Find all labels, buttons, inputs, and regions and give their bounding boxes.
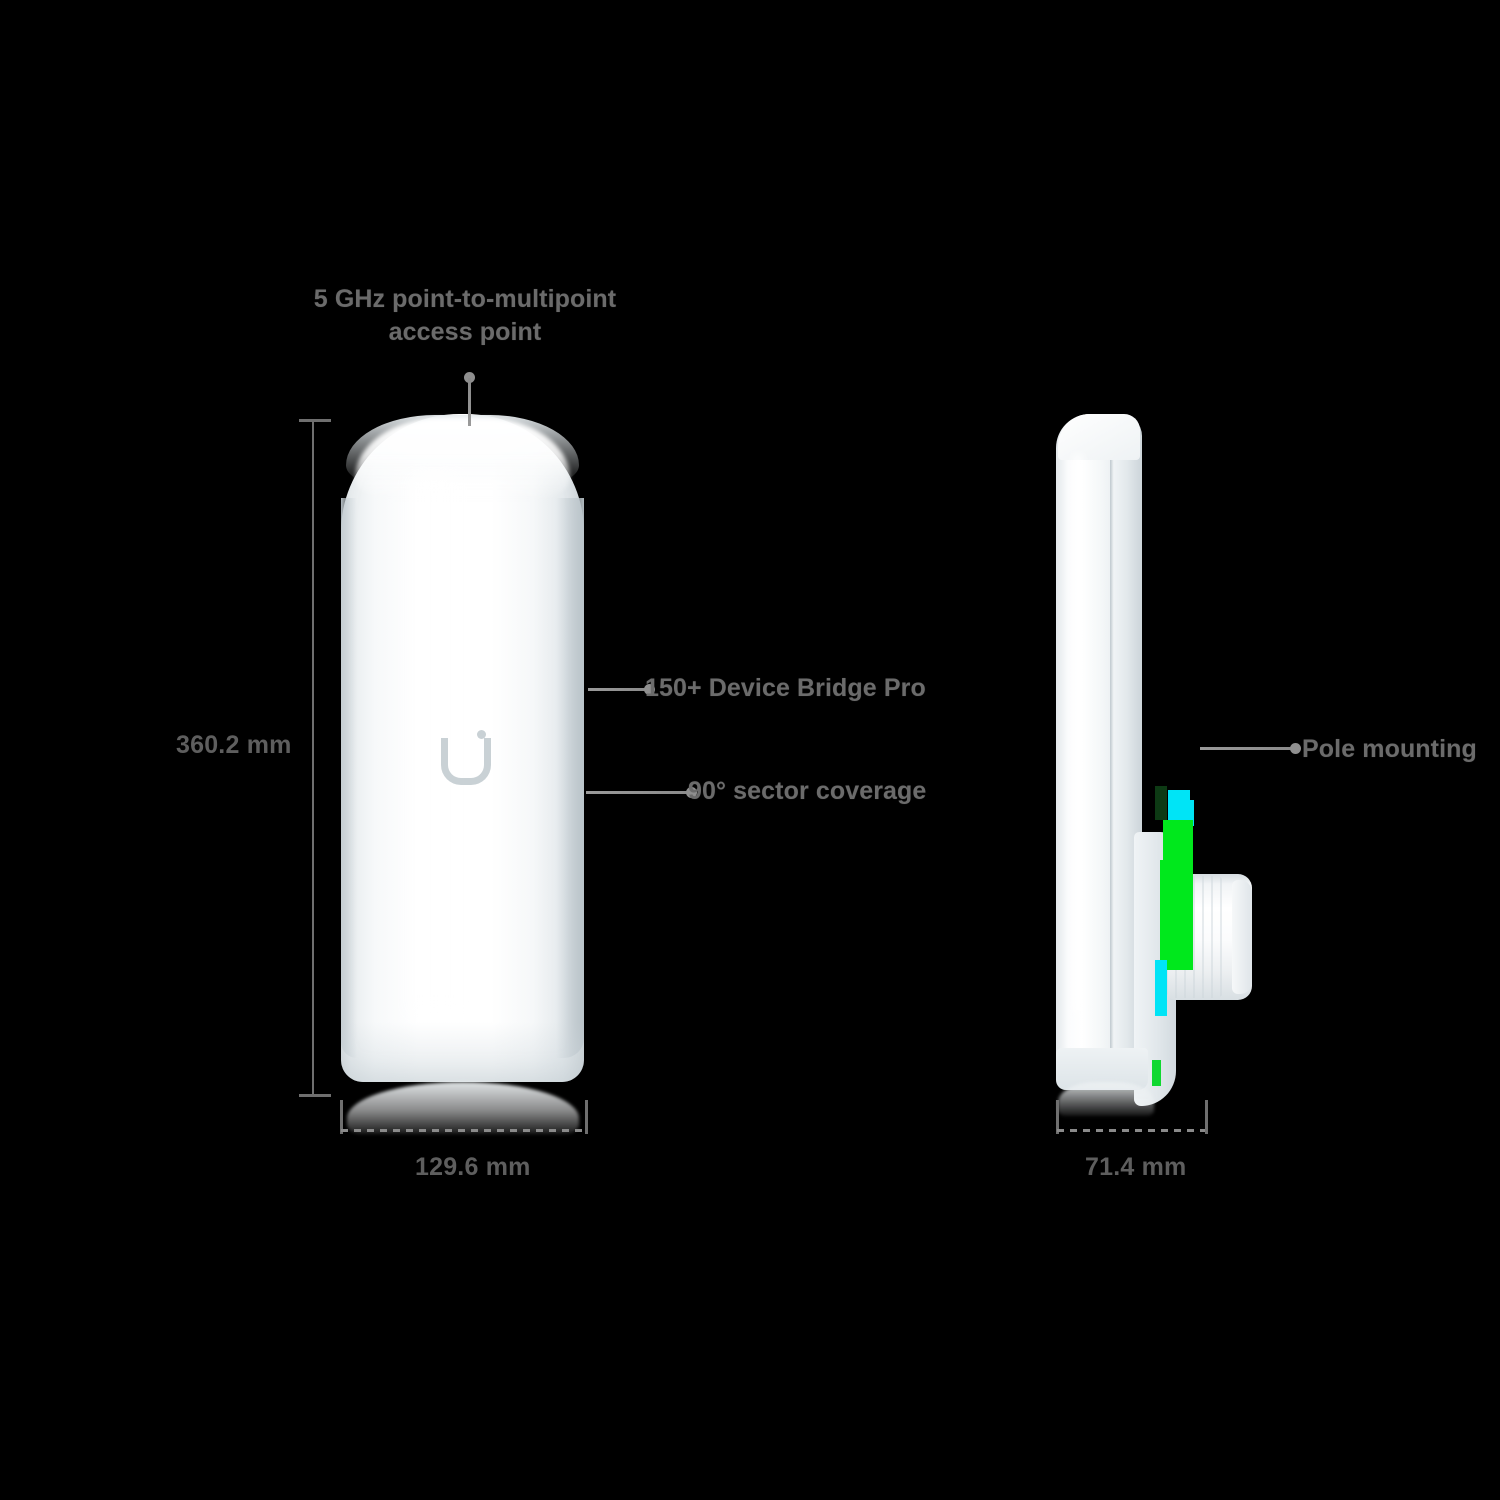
side-specular-highlight <box>1070 454 1086 1014</box>
chroma-artifact-green-inner <box>1160 860 1168 970</box>
side-width-dimension-label: 71.4 mm <box>1085 1153 1187 1181</box>
side-width-right-cap <box>1205 1100 1208 1134</box>
front-left-edge-shading <box>341 498 357 1058</box>
side-view-device <box>1056 414 1252 1106</box>
pole-mount-end-cap <box>1232 880 1252 994</box>
chroma-artifact-green-foot <box>1152 1060 1161 1086</box>
side-width-dimension-line <box>1057 1129 1207 1132</box>
callout-access-point-label: 5 GHz point-to-multipoint access point <box>313 285 617 346</box>
callout-sector-leader-dot <box>686 787 697 798</box>
callout-top-leader-dot <box>464 372 475 383</box>
height-dimension-label: 360.2 mm <box>176 731 292 759</box>
side-width-left-cap <box>1056 1100 1059 1134</box>
ubiquiti-u-glyph <box>441 738 491 785</box>
callout-pole-leader-dot <box>1290 743 1301 754</box>
callout-top-leader-line <box>468 378 471 426</box>
front-width-right-cap <box>585 1100 588 1134</box>
height-dimension-line <box>312 420 314 1096</box>
chroma-artifact-cyan-lower <box>1155 960 1167 1016</box>
front-bottom-shading <box>341 1022 584 1082</box>
chroma-artifact-dark <box>1155 786 1167 820</box>
height-dimension-top-cap <box>299 419 331 422</box>
front-view-device <box>341 414 584 1082</box>
chroma-artifact-green-small <box>1172 838 1182 852</box>
callout-pole-mounting-label: Pole mounting <box>1302 735 1477 763</box>
callout-bridge-leader-dot <box>644 684 655 695</box>
ubiquiti-u-logo <box>437 726 491 792</box>
callout-bridge-leader-line <box>588 688 650 691</box>
ubiquiti-logo-dot <box>477 730 486 739</box>
chroma-artifact-cyan-upper <box>1180 800 1194 826</box>
side-lip-groove <box>1110 438 1114 1078</box>
front-width-left-cap <box>340 1100 343 1134</box>
callout-sector-coverage-label: 90° sector coverage <box>688 777 927 805</box>
front-right-edge-shading <box>556 498 584 1058</box>
callout-sector-leader-line <box>586 791 692 794</box>
front-view-reflection <box>347 1082 579 1134</box>
side-top-cap <box>1058 414 1140 460</box>
front-width-dimension-line <box>341 1129 587 1132</box>
side-view-reflection <box>1058 1082 1154 1116</box>
front-width-dimension-label: 129.6 mm <box>415 1153 531 1181</box>
height-dimension-bottom-cap <box>299 1094 331 1097</box>
callout-bridge-pro-label: 150+ Device Bridge Pro <box>645 674 926 702</box>
callout-pole-leader-line <box>1200 747 1296 750</box>
